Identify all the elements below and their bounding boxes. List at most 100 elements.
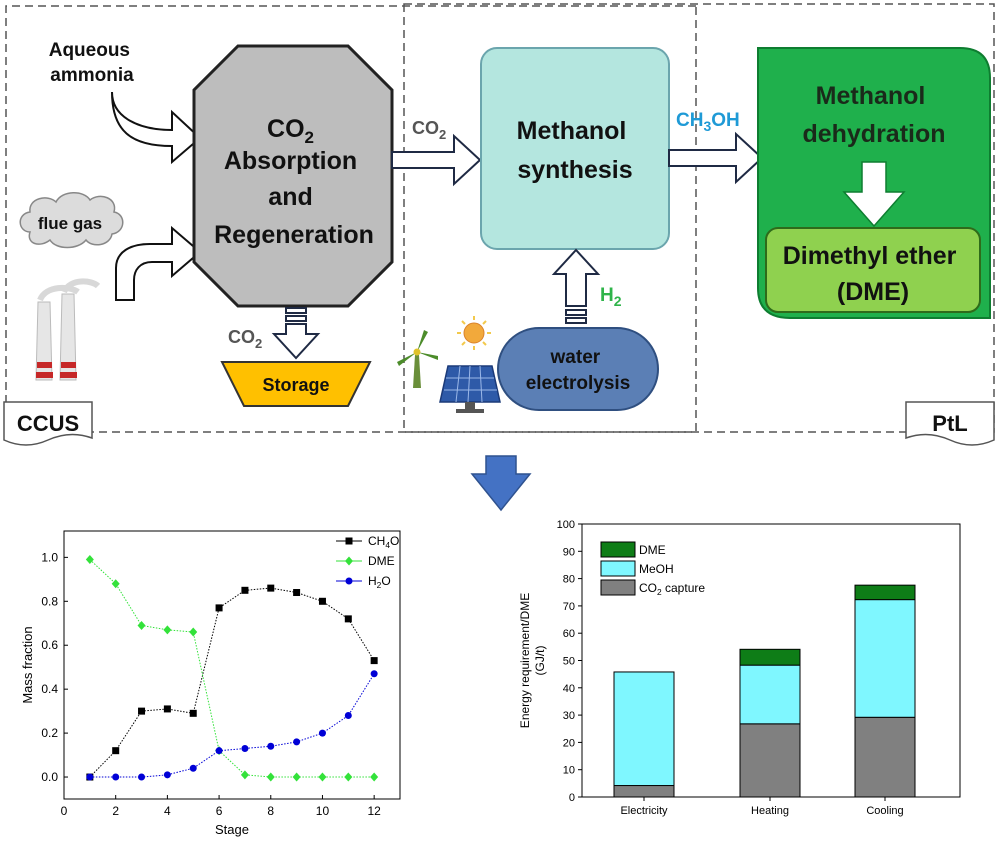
x-tick-label: 10 [316,804,330,818]
y-tick-label: 80 [563,574,575,586]
y-tick-label: 60 [563,628,575,640]
flue-gas-cloud [19,192,124,249]
ccus-region-border [5,5,697,433]
wind-turbine-icon [397,330,438,388]
series-line-0 [89,587,375,778]
ccus-label-frame [3,401,93,446]
bar-segment-1 [613,671,675,787]
absorption-regeneration-box [192,44,394,308]
bar-segment-0 [613,785,675,798]
data-point [163,771,171,779]
y-tick-label: 10 [563,765,575,777]
flue-gas-label: flue gas [38,214,102,233]
legend-swatch [600,541,636,558]
y-axis-label: Mass fraction [20,626,35,703]
water-electrolysis-label: water electrolysis [526,347,631,394]
storage-label: Storage [262,375,329,395]
y-tick-label: 0.8 [41,594,58,608]
data-point [293,589,301,597]
bar-segment-1 [854,599,916,718]
y-tick-label: 20 [563,737,575,749]
dehydration-to-dme-arrow [842,161,906,228]
data-point [138,707,146,715]
y-tick-label: 0.0 [41,770,58,784]
bar-segment-2 [739,648,801,666]
x-tick-label: Cooling [866,805,903,817]
legend-label: H2O [368,574,391,590]
series-line-2 [89,673,375,778]
solar-panel-icon [439,365,501,413]
legend-label: MeOH [639,562,674,576]
y-axis-label: Energy requirement/DME(GJ/t) [518,593,547,728]
x-tick-label: 8 [267,804,274,818]
legend-label: CH4O [368,534,399,550]
absorption-box-text: CO2 Absorption and Regeneration [214,115,374,249]
aqueous-ammonia-label: Aqueous ammonia [49,40,136,86]
data-point [344,615,352,623]
x-tick-label: 6 [216,804,223,818]
legend-marker [345,577,353,585]
y-tick-label: 30 [563,710,575,722]
legend-label: CO2 capture [639,581,705,597]
data-point [370,670,378,678]
water-electrolysis-box [497,327,659,411]
figure-down-arrow [470,455,532,512]
bar-segment-0 [854,716,916,798]
data-point [189,627,198,637]
data-point [370,772,379,782]
data-point [112,773,120,781]
h2-to-synthesis-arrow [551,248,601,324]
ch3oh-to-dehydration-arrow [668,131,764,185]
x-axis-label: Stage [215,822,249,837]
y-tick-label: 0.2 [41,726,58,740]
data-point [189,709,197,717]
data-point [241,586,249,594]
ch3oh-label: CH3OH [676,110,740,134]
y-tick-label: 0.4 [41,682,58,696]
data-point [137,620,146,630]
flue-gas-feed-arrow [115,225,202,301]
y-tick-label: 0 [569,792,575,804]
methanol-synthesis-box [480,47,670,250]
data-point [344,772,353,782]
data-point [86,773,94,781]
data-point [240,770,249,780]
data-point [189,764,197,772]
legend-swatch [600,579,636,596]
bar-segment-2 [854,584,916,601]
methanol-dehydration-label: Methanol dehydration [802,82,945,148]
methanol-synthesis-label: Methanol synthesis [517,117,634,184]
data-point [344,712,352,720]
y-tick-label: 90 [563,546,575,558]
dme-box [765,227,981,313]
bar-segment-1 [739,664,801,725]
y-tick-label: 70 [563,601,575,613]
data-point [111,579,120,589]
data-point [266,772,275,782]
dme-box-label: Dimethyl ether (DME) [783,242,964,306]
data-point [267,742,275,750]
y-tick-label: 50 [563,656,575,668]
data-point [163,705,171,713]
x-tick-label: 0 [61,804,68,818]
data-point [112,747,120,755]
x-tick-label: Electricity [620,805,668,817]
data-point [85,555,94,565]
legend-marker [345,537,353,545]
legend-label: DME [639,543,666,557]
ammonia-feed-arrow [111,91,202,165]
x-tick-label: 2 [112,804,119,818]
smokestacks-icon [35,278,101,381]
data-point [292,772,301,782]
ccus-label: CCUS [17,411,79,436]
data-point [293,738,301,746]
h2-label: H2 [600,285,622,309]
x-tick-label: 4 [164,804,171,818]
legend-swatch [600,560,636,577]
co2-transfer-label: CO2 [412,118,446,142]
data-point [370,657,378,665]
legend-label: DME [368,554,395,568]
